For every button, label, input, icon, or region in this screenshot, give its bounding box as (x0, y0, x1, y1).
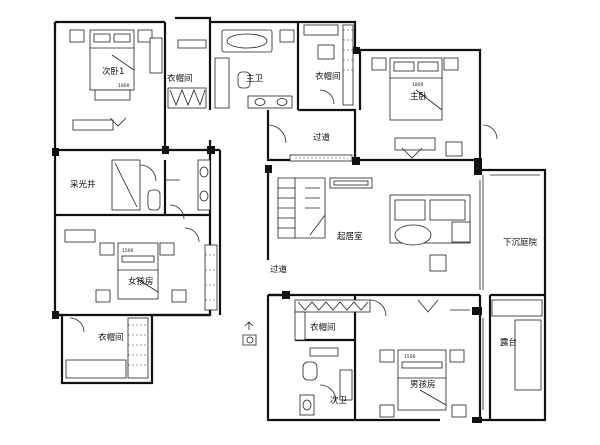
second-bath-fixtures (299, 361, 353, 416)
middle-bath-fixtures (111, 159, 211, 220)
closet-bottom-mid-furniture (294, 299, 371, 357)
label-girls-room: 女孩房 (128, 276, 154, 287)
dim-second-bedroom: 1800 (118, 83, 130, 89)
room-labels: 次卧1 1800 衣帽间 主卫 衣帽间 主卧 1800 过道 采光井 起居室 下… (70, 66, 538, 406)
label-closet-bottom-mid: 衣帽间 (310, 322, 336, 333)
master-bedroom-furniture (371, 57, 498, 159)
label-corridor-mid: 过道 (270, 264, 288, 275)
dim-girls-room: 1500 (122, 248, 134, 254)
label-boys-room: 男孩房 (410, 379, 436, 390)
label-master-bath: 主卫 (246, 73, 264, 84)
label-closet-top-left: 衣帽间 (167, 73, 193, 84)
boys-room-furniture (369, 299, 470, 418)
label-second-bath: 次卫 (330, 395, 348, 406)
corridor-top-details (267, 124, 353, 162)
closet-top-left-furniture (167, 39, 207, 109)
master-bath-fixtures (214, 29, 295, 109)
label-skylight-well: 采光井 (70, 179, 96, 190)
entrance-marker (242, 321, 257, 346)
second-bedroom-furniture (69, 29, 163, 131)
label-sunken-courtyard: 下沉庭院 (503, 237, 538, 248)
label-corridor-top: 过道 (313, 132, 331, 143)
dim-master-bedroom: 1800 (412, 82, 424, 88)
label-closet-top-right: 衣帽间 (315, 71, 341, 82)
label-terrace: 露台 (500, 337, 517, 348)
label-master-bedroom: 主卧 (410, 91, 428, 102)
girls-room-furniture (64, 227, 218, 311)
label-living-room: 起居室 (337, 231, 363, 242)
terrace-details (482, 299, 543, 410)
living-room-furniture (277, 177, 481, 290)
closet-bottom-left-furniture (65, 317, 149, 379)
courtyard-details (482, 174, 540, 290)
label-closet-bottom-left: 衣帽间 (98, 332, 124, 343)
dim-boys-room: 1500 (404, 354, 416, 360)
label-second-bedroom: 次卧1 (102, 66, 124, 77)
closet-top-right-furniture (303, 24, 354, 106)
